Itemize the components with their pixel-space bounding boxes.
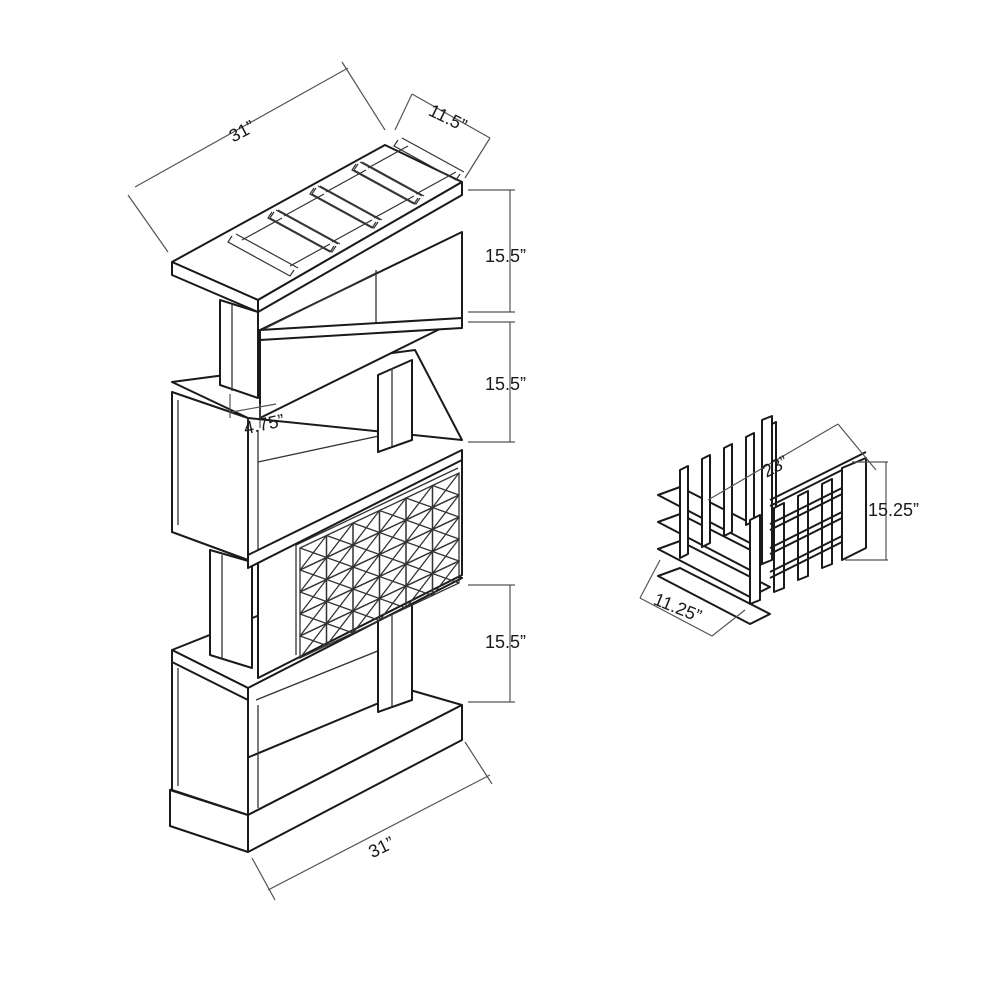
dimension-lines xyxy=(127,61,515,901)
top-box xyxy=(259,231,463,419)
top-board xyxy=(171,144,463,313)
cell-divider xyxy=(405,551,434,587)
cell-divider xyxy=(431,516,460,552)
cell-divider xyxy=(405,529,434,565)
wine-glass-hanger xyxy=(311,161,423,229)
cell-divider xyxy=(299,601,328,637)
cell-divider xyxy=(405,573,434,609)
cell-divider xyxy=(352,598,381,634)
cell-divider xyxy=(299,535,328,571)
wine-glass-hanger xyxy=(353,137,465,205)
wine-glass-hanger xyxy=(227,209,339,277)
cell-divider xyxy=(405,485,434,521)
cell-divider xyxy=(431,494,460,530)
label-top-depth: 11.5” xyxy=(426,100,470,135)
cell-divider xyxy=(352,532,381,568)
label-shelf-height-1: 15.5” xyxy=(485,246,526,266)
rack-front-slat xyxy=(769,451,867,501)
cell-divider xyxy=(325,566,354,602)
separate-wine-rack xyxy=(657,415,867,625)
label-shelf-height-2: 15.5” xyxy=(485,374,526,394)
rack-divider-front xyxy=(749,514,761,605)
rack-divider-back xyxy=(723,443,733,537)
wine-glass-hanger xyxy=(269,185,381,253)
post-middle-left xyxy=(209,549,253,669)
cell-divider xyxy=(378,519,407,555)
wine-bottle-grid xyxy=(299,471,460,660)
cell-divider xyxy=(325,522,354,558)
post-upper-right xyxy=(377,359,413,453)
rack-center-panel xyxy=(761,415,773,565)
rack-shelf-slat xyxy=(657,567,771,625)
wine-glass-hangers xyxy=(227,137,465,277)
cell-divider xyxy=(325,588,354,624)
cell-divider xyxy=(431,560,460,596)
rack-divider-back xyxy=(745,432,755,526)
label-rack-height: 15.25” xyxy=(868,500,919,520)
cell-divider xyxy=(352,510,381,546)
bottom-cabinet xyxy=(171,641,401,816)
cell-divider xyxy=(352,576,381,612)
cell-divider xyxy=(378,585,407,621)
rack-divider-back xyxy=(679,465,689,559)
label-shelf-height-3: 15.5” xyxy=(485,632,526,652)
cell-divider xyxy=(299,579,328,615)
post-upper-left xyxy=(219,299,259,399)
cell-divider xyxy=(431,538,460,574)
cell-divider xyxy=(325,610,354,646)
rack-end-panel xyxy=(841,457,867,561)
rack-divider-back xyxy=(701,454,711,548)
wine-rack-dimension-lines xyxy=(639,423,888,637)
cell-divider xyxy=(299,557,328,593)
s-shaped-bookcase xyxy=(169,137,465,853)
wine-grid-cabinet xyxy=(257,454,463,679)
cell-divider xyxy=(299,623,328,659)
cell-divider xyxy=(352,554,381,590)
cell-divider xyxy=(405,507,434,543)
cell-divider xyxy=(378,497,407,533)
cell-divider xyxy=(431,472,460,508)
cell-divider xyxy=(378,563,407,599)
cell-divider xyxy=(325,544,354,580)
cell-divider xyxy=(378,541,407,577)
